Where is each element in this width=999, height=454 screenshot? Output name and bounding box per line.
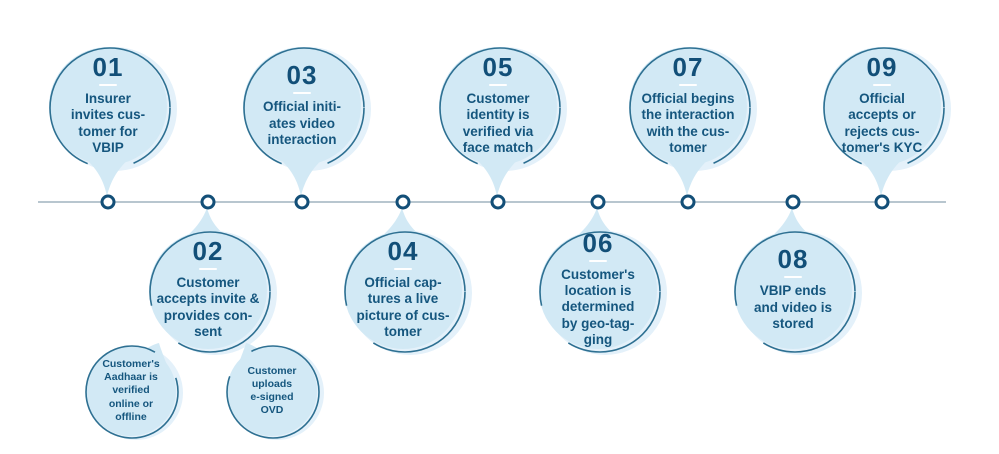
step-09-text: Official accepts or rejects cus- tomer's… [841,91,923,155]
step-01-number: 01 [92,51,124,82]
step-05-number: 05 [482,51,514,82]
step-04-bubble: 04 Official cap- tures a live picture of… [343,230,463,348]
step-underline [99,84,117,87]
step-underline [784,276,802,279]
bubble-tail [470,154,522,196]
sub-bubble-ovd-shape [226,343,324,440]
step-03-text: Official initi- ates video interaction [262,99,341,147]
step-03-bubble-shape [243,47,371,196]
sub-bubble-aadhaar: Customer's Aadhaar is verified online or… [86,346,176,436]
step-04-bubble-shape [344,208,472,355]
step-06-text: Customer's location is determined by geo… [561,267,635,347]
step-07-number: 07 [672,51,704,82]
timeline-dot-03 [294,194,310,210]
step-08-text: VBIP ends and video is stored [753,283,833,331]
step-underline [199,268,217,271]
timeline-dot-08 [785,194,801,210]
bubble-tail [660,154,712,196]
timeline-dot-05 [490,194,506,210]
step-07-text: Official begins the interaction with the… [641,91,735,155]
step-underline [293,92,311,95]
step-08-bubble-shape [734,208,862,355]
sub-bubble-aadhaar-shape [85,343,183,440]
step-09-bubble: 09 Official accepts or rejects cus- tome… [822,46,942,164]
step-09-bubble-shape [823,47,951,196]
step-07-bubble: 07 Official begins the interaction with … [628,46,748,164]
sub-bubble-aadhaar-text: Customer's Aadhaar is verified online or… [102,358,160,423]
timeline-dot-01 [100,194,116,210]
step-underline [589,260,607,263]
step-06-number: 06 [582,228,614,258]
timeline-dot-06 [590,194,606,210]
step-underline [873,84,891,87]
timeline-dot-04 [395,194,411,210]
step-04-number: 04 [387,235,419,266]
step-07-bubble-shape [629,47,757,196]
step-08-number: 08 [777,244,809,275]
sub-bubble-ovd: Customer uploads e-signed OVD [227,346,317,436]
step-08-bubble: 08 VBIP ends and video is stored [733,230,853,348]
timeline-dot-02 [200,194,216,210]
step-06-bubble-shape [539,208,667,355]
bubble-tail [274,154,326,196]
step-underline [489,84,507,87]
step-09-number: 09 [866,51,898,82]
step-02-number: 02 [192,235,224,266]
step-underline [679,84,697,87]
step-05-bubble: 05 Customer identity is verified via fac… [438,46,558,164]
step-03-number: 03 [286,60,318,91]
timeline-dot-09 [874,194,890,210]
step-03-bubble: 03 Official initi- ates video interactio… [242,46,362,164]
step-01-bubble-shape [49,47,177,196]
step-01-bubble: 01 Insurer invites cus- tomer for VBIP [48,46,168,164]
bubble-tail [854,154,906,196]
step-02-bubble: 02 Customer accepts invite & provides co… [148,230,268,348]
sub-bubble-ovd-text: Customer uploads e-signed OVD [247,364,297,417]
step-06-bubble: 06 Customer's location is determined by … [538,228,658,348]
step-05-text: Customer identity is verified via face m… [462,91,534,155]
step-04-text: Official cap- tures a live picture of cu… [356,275,450,339]
timeline-dot-07 [680,194,696,210]
step-underline [394,268,412,271]
step-01-text: Insurer invites cus- tomer for VBIP [70,91,146,155]
step-05-bubble-shape [439,47,567,196]
bubble-tail [80,154,132,196]
step-02-text: Customer accepts invite & provides con- … [156,275,260,339]
timeline-dots [100,194,890,210]
step-02-bubble-shape [149,208,277,355]
